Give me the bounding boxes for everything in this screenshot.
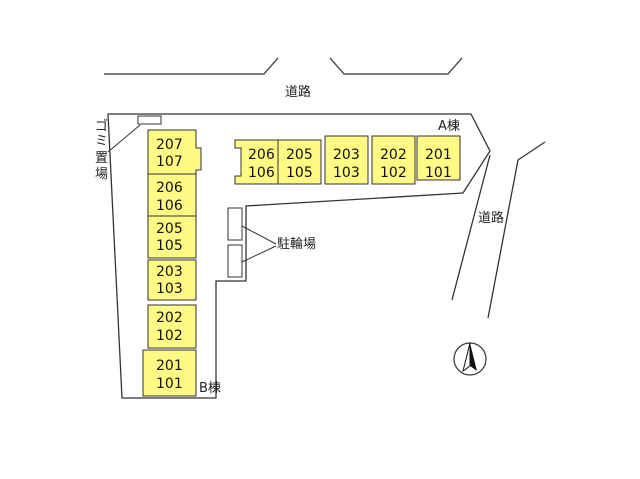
building-b-unit: 206 106 xyxy=(147,173,197,219)
svg-text:203: 203 xyxy=(156,264,183,280)
building-b-label: B棟 xyxy=(199,381,221,396)
bike-leader-2 xyxy=(241,245,277,263)
north-road-label: 道路 xyxy=(285,84,311,100)
garbage-label-2: ミ xyxy=(95,134,108,149)
garbage-label-3: 置 xyxy=(95,151,108,166)
svg-text:105: 105 xyxy=(156,238,183,254)
east-road-label: 道路 xyxy=(478,210,504,226)
garbage-leader-line xyxy=(107,124,141,153)
building-a-unit: 205 105 xyxy=(277,139,322,185)
garbage-label-1: ゴ xyxy=(95,118,108,134)
garbage-label-4: 場 xyxy=(95,167,108,182)
bike-parking-label: 駐輪場 xyxy=(277,236,316,252)
svg-text:205: 205 xyxy=(156,221,183,237)
north-arrow-icon xyxy=(453,342,487,376)
building-b-unit: 201 101 xyxy=(142,349,197,397)
garbage-station xyxy=(137,115,162,125)
svg-text:106: 106 xyxy=(248,165,275,181)
svg-text:102: 102 xyxy=(380,165,407,181)
building-a-label: A棟 xyxy=(438,119,460,134)
bike-leader-1 xyxy=(241,225,277,245)
svg-text:207: 207 xyxy=(156,137,183,153)
svg-text:201: 201 xyxy=(425,147,452,163)
svg-text:202: 202 xyxy=(380,147,407,163)
svg-text:106: 106 xyxy=(156,198,183,214)
building-b-unit: 207 107 xyxy=(147,129,202,175)
svg-text:206: 206 xyxy=(248,147,275,163)
svg-text:203: 203 xyxy=(333,147,360,163)
svg-text:201: 201 xyxy=(156,358,183,374)
building-a-unit: 206 106 xyxy=(234,139,279,185)
svg-text:202: 202 xyxy=(156,310,183,326)
svg-text:206: 206 xyxy=(156,180,183,196)
site-boundary xyxy=(107,113,491,399)
svg-text:103: 103 xyxy=(333,165,360,181)
north-road-edge-right xyxy=(329,57,463,75)
building-b-unit: 202 102 xyxy=(147,304,197,349)
east-road-edge-right xyxy=(487,141,546,319)
svg-text:105: 105 xyxy=(286,165,313,181)
building-a-unit: 201 101 xyxy=(416,135,461,181)
building-b-unit: 205 105 xyxy=(147,215,197,259)
building-b-unit: 203 103 xyxy=(147,259,197,301)
bike-parking-2 xyxy=(227,244,243,278)
svg-text:205: 205 xyxy=(286,147,313,163)
svg-text:102: 102 xyxy=(156,328,183,344)
bike-parking-1 xyxy=(227,207,243,241)
building-a-unit: 203 103 xyxy=(324,135,369,185)
east-road-edge-left xyxy=(451,154,491,301)
building-a-unit: 202 102 xyxy=(371,135,416,185)
svg-text:103: 103 xyxy=(156,281,183,297)
svg-text:101: 101 xyxy=(425,165,452,181)
north-road-edge-left xyxy=(104,57,279,75)
svg-text:101: 101 xyxy=(156,376,183,392)
svg-text:107: 107 xyxy=(156,154,183,170)
